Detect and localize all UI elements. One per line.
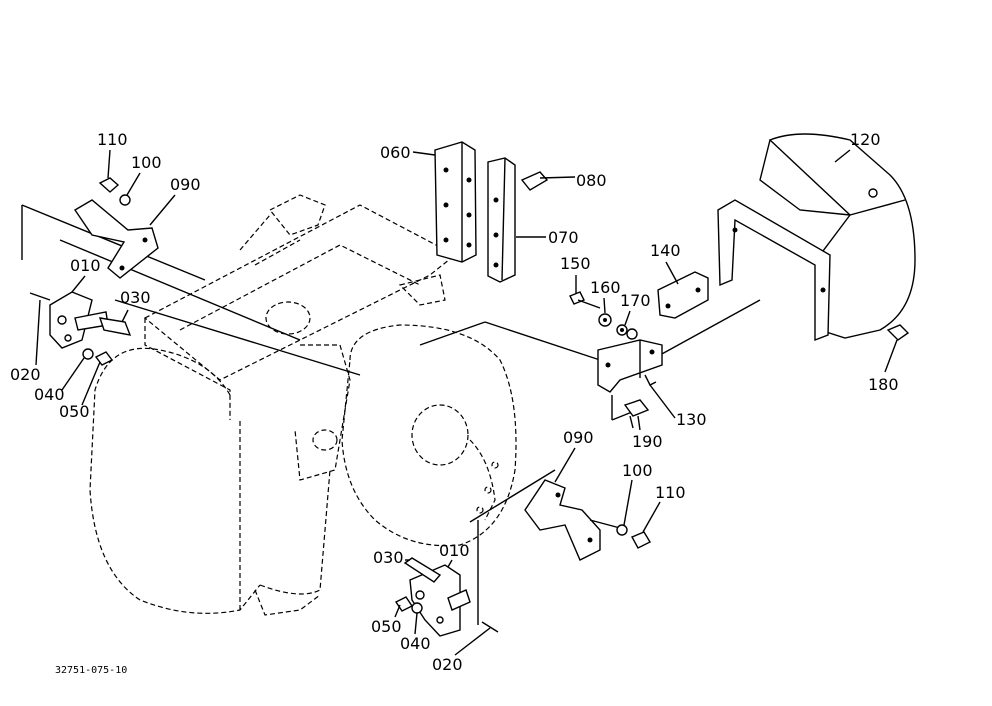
hardware-150-170 — [569, 291, 638, 340]
label-060: 060 — [380, 143, 411, 162]
engine-block — [89, 194, 517, 616]
label-090-lower: 090 — [563, 428, 594, 447]
label-050-lower: 050 — [371, 617, 402, 636]
label-170: 170 — [620, 291, 651, 310]
label-050-upper: 050 — [59, 402, 90, 421]
label-150: 150 — [560, 254, 591, 273]
label-040-lower: 040 — [400, 634, 431, 653]
label-040-upper: 040 — [34, 385, 65, 404]
label-010-upper: 010 — [70, 256, 101, 275]
part-labels: 110 100 090 010 030 020 040 050 060 080 … — [10, 130, 899, 676]
label-070: 070 — [548, 228, 579, 247]
label-190: 190 — [632, 432, 663, 451]
muffler-cover-120 — [717, 133, 916, 342]
label-020-upper: 020 — [10, 365, 41, 384]
assembly-lines — [21, 204, 761, 625]
label-080: 080 — [576, 171, 607, 190]
label-030-upper: 030 — [120, 288, 151, 307]
lower-front-mount — [394, 557, 499, 637]
label-100-upper: 100 — [131, 153, 162, 172]
nut-180 — [886, 324, 910, 341]
label-020-lower: 020 — [432, 655, 463, 674]
label-160: 160 — [590, 278, 621, 297]
label-leaders — [35, 149, 898, 656]
right-lower-mount — [524, 479, 651, 561]
label-130: 130 — [676, 410, 707, 429]
label-110-lower: 110 — [655, 483, 686, 502]
label-010-lower: 010 — [439, 541, 470, 560]
bolt-190 — [623, 399, 650, 429]
left-upper-mount — [29, 177, 159, 366]
label-120: 120 — [850, 130, 881, 149]
label-030-lower: 030 — [373, 548, 404, 567]
label-140: 140 — [650, 241, 681, 260]
plate-140 — [657, 271, 709, 319]
bracket-plates-060-070 — [434, 141, 516, 283]
bracket-130 — [597, 339, 663, 393]
drawing-code: 32751-075-10 — [55, 665, 127, 676]
label-110-upper: 110 — [97, 130, 128, 149]
label-090-upper: 090 — [170, 175, 201, 194]
label-180: 180 — [868, 375, 899, 394]
label-100-lower: 100 — [622, 461, 653, 480]
bolt-080 — [520, 171, 576, 191]
